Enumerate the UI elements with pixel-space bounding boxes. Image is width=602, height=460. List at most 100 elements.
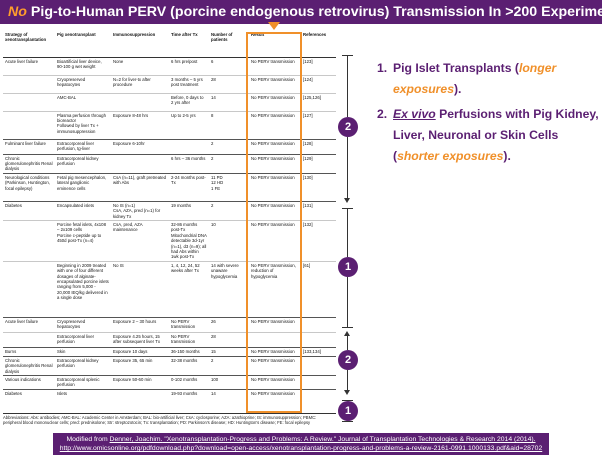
list-item-number: 2. (377, 107, 388, 121)
cell-strategy (3, 219, 55, 262)
cell-patients: 2 (209, 355, 249, 376)
cell-immuno: Exposure 8-48 hrs (111, 110, 169, 139)
cell-patients-line: 12 HD (211, 180, 224, 186)
cell-time: 6 hrs pre/post (169, 56, 209, 75)
list-item-number: 1. (377, 61, 388, 75)
cell-result: No PERV transmission (249, 92, 301, 111)
list-item: 1.Pig Islet Transplants (longer exposure… (377, 58, 599, 100)
cell-immuno: Exposure 6-10hr (111, 138, 169, 154)
cell-strategy: Various indications (3, 375, 55, 390)
cell-xeno: Fetal pig mesencephalon, lateral ganglio… (55, 172, 111, 202)
caption-url-link[interactable]: http://www.omicsonline.org/pdfdownload.p… (59, 445, 543, 452)
cell-result: No PERV transmission (249, 388, 301, 399)
cell-ref: [127] (301, 110, 336, 139)
cell-ref: [123] (301, 56, 336, 75)
bracket-arrow (344, 331, 350, 336)
result-column-marker-arrow (268, 22, 280, 30)
cell-time: No PERV transmission (169, 316, 209, 333)
cell-time: 19 months (169, 200, 209, 221)
source-caption: Modified from Denner, Joachim. "Xenotran… (53, 433, 549, 455)
cell-xeno: Extracorporeal splenic perfusion (55, 375, 111, 390)
cell-result: No PERV transmission (249, 219, 301, 262)
cell-ref: [130] (301, 172, 336, 202)
col-header-patients: Number of patients (209, 31, 249, 58)
list-item-end: ). (453, 82, 462, 96)
cell-xeno: Extracorporeal kidney perfusion (55, 355, 111, 376)
bracket-arrow (344, 198, 350, 203)
col-header-time: Time after Tx (169, 31, 209, 58)
caption-prefix: Modified from (66, 436, 110, 443)
cell-patients: 26 (209, 316, 249, 333)
cell-strategy: Chronic glomerulonephritis Renal dialysi… (3, 153, 55, 174)
cell-immuno: No IS (111, 260, 169, 318)
cell-time: 2-24 months post-Tx (169, 172, 209, 202)
cell-time: 32-38 months (169, 355, 209, 376)
cell-patients: 2 (209, 200, 249, 221)
col-header-xenotransplant: Pig xenotransplant (55, 31, 111, 58)
cell-immuno: N=2 for liver-tx after procedure (111, 74, 169, 93)
cell-strategy: Diabetes (3, 388, 55, 399)
cell-time: 0-102 months (169, 375, 209, 390)
category-badge-2: 2 (338, 350, 358, 370)
cell-result: No PERV transmission (249, 355, 301, 376)
bracket-line (347, 55, 348, 117)
cell-time (169, 138, 209, 154)
cell-result: No PERV transmission (249, 375, 301, 390)
cell-strategy (3, 74, 55, 93)
cell-result: No PERV transmission (249, 74, 301, 93)
cell-strategy: Neurological conditions (Parkinson, Hunt… (3, 172, 55, 202)
cell-strategy (3, 260, 55, 318)
cell-time: 19-93 months (169, 388, 209, 399)
cell-time: 36-150 months (169, 346, 209, 357)
cell-patients: 14 with severe unaware hypoglycemia (209, 260, 249, 318)
cell-xeno: Extracorporeal kidney perfusion (55, 153, 111, 174)
cell-ref: [124] (301, 74, 336, 93)
table-row: Porcine fetal islets, 4x108 – 2x109 cell… (3, 219, 336, 262)
cell-ref (301, 388, 336, 399)
title-text: Pig-to-Human PERV (porcine endogenous re… (30, 4, 602, 20)
cell-immuno-line: No IS (n=1) (113, 202, 136, 208)
cell-ref (301, 355, 336, 376)
bracket-line (347, 208, 348, 257)
cell-ref (301, 331, 336, 348)
cell-immuno: Exposure 4.25 hours, 15 after subsequent… (111, 331, 169, 348)
cell-strategy (3, 92, 55, 111)
cell-patients: 6 (209, 56, 249, 75)
abbreviations-footnote: Abbreviations: Abs: antibodies; AMC-BAL:… (3, 413, 336, 426)
cell-immuno (111, 92, 169, 111)
perv-transmission-table: Strategy of xenotransplantation Pig xeno… (3, 31, 336, 399)
cell-xeno: Cryopreserved hepatocytes (55, 316, 111, 333)
cell-xeno: AMC-BAL (55, 92, 111, 111)
cell-patients: 28 (209, 331, 249, 348)
cell-patients: 14 (209, 388, 249, 399)
bracket-tick (342, 400, 353, 401)
bracket-line (347, 370, 348, 392)
cell-time: Up to 2-5 yrs (169, 110, 209, 139)
cell-immuno: CsA (n=11), graft pretreated with Abs (111, 172, 169, 202)
cell-strategy: Diabetes (3, 200, 55, 221)
cell-ref: [125,126] (301, 92, 336, 111)
cell-xeno: Porcine fetal islets, 4x108 – 2x109 cell… (55, 219, 111, 262)
cell-time: 6 hrs – 36 months (169, 153, 209, 174)
cell-strategy (3, 331, 55, 348)
cell-patients-line: 11 PD (211, 174, 223, 180)
table-row: Burns Skin Exposure 10 days 36-150 month… (3, 346, 336, 357)
cell-immuno: Exposure 2 – 30 hours (111, 316, 169, 333)
cell-xeno-line: Followed by liver Tx + immunosuppression (57, 123, 99, 134)
cell-immuno: Exposure 10 days (111, 346, 169, 357)
table-row: Acute liver failure Bioartificial liver … (3, 56, 336, 75)
list-item-emphasis: shorter exposures (397, 149, 504, 163)
caption-title-link[interactable]: "Xenotransplantation-Progress and Proble… (162, 436, 536, 443)
cell-patients: 10 (209, 219, 249, 262)
table-row: Chronic glomerulonephritis Renal dialysi… (3, 355, 336, 376)
cell-patients: 14 (209, 92, 249, 111)
caption-author-link[interactable]: Denner, Joachim. (109, 436, 163, 443)
cell-ref: [129] (301, 153, 336, 174)
cell-result: No PERV transmission, reduction of hypog… (249, 260, 301, 318)
cell-result: No PERV transmission (249, 153, 301, 174)
cell-xeno: Extracorporeal liver perfusion (55, 331, 111, 348)
cell-result: No PERV transmission (249, 138, 301, 154)
